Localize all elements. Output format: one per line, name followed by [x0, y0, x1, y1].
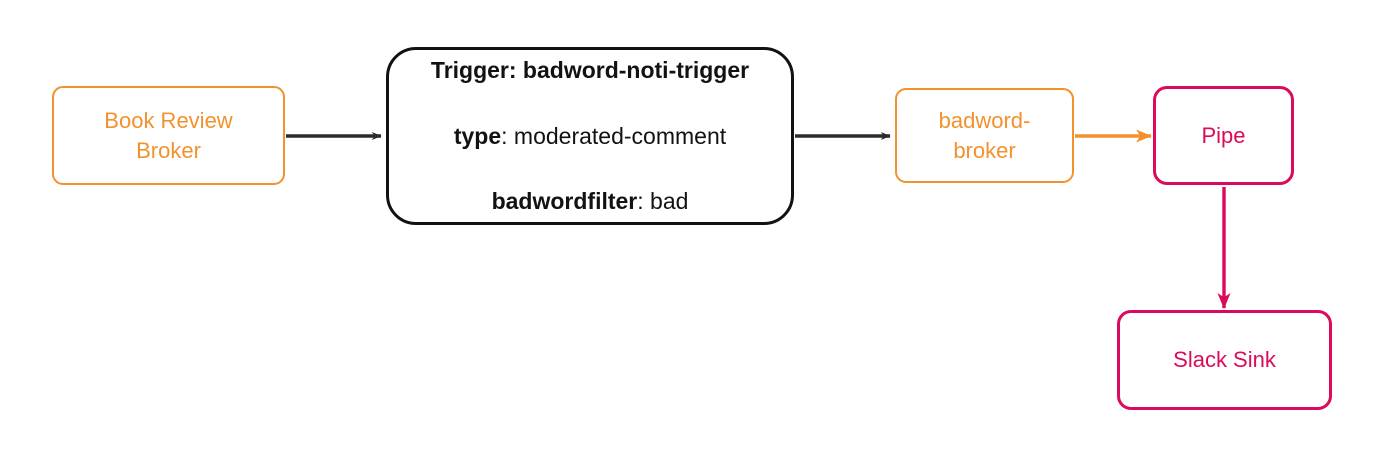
trigger-line-2-value: : moderated-comment	[501, 122, 727, 149]
node-pipe-label: Pipe	[1201, 122, 1246, 148]
node-book-review-broker-label: Book Review Broker	[104, 108, 233, 163]
trigger-line-2-key: type	[453, 122, 502, 149]
node-slack-sink-label: Slack Sink	[1173, 347, 1276, 373]
trigger-line-1: Trigger: badword-noti-trigger	[431, 54, 749, 87]
trigger-line-3: badwordfilter: bad	[431, 185, 749, 218]
node-slack-sink[interactable]: Slack Sink	[1117, 310, 1332, 410]
node-trigger-label: Trigger: badword-noti-trigger type: mode…	[423, 22, 757, 251]
node-badword-broker[interactable]: badword- broker	[895, 88, 1074, 183]
trigger-line-2: type: moderated-comment	[431, 120, 749, 153]
node-pipe[interactable]: Pipe	[1153, 86, 1294, 185]
node-trigger[interactable]: Trigger: badword-noti-trigger type: mode…	[386, 47, 794, 225]
trigger-line-3-key: badwordfilter	[491, 187, 638, 214]
trigger-line-3-value: : bad	[637, 187, 689, 214]
node-badword-broker-label: badword- broker	[938, 108, 1031, 163]
node-book-review-broker[interactable]: Book Review Broker	[52, 86, 285, 185]
trigger-line-1-key: Trigger: badword-noti-trigger	[430, 57, 750, 84]
